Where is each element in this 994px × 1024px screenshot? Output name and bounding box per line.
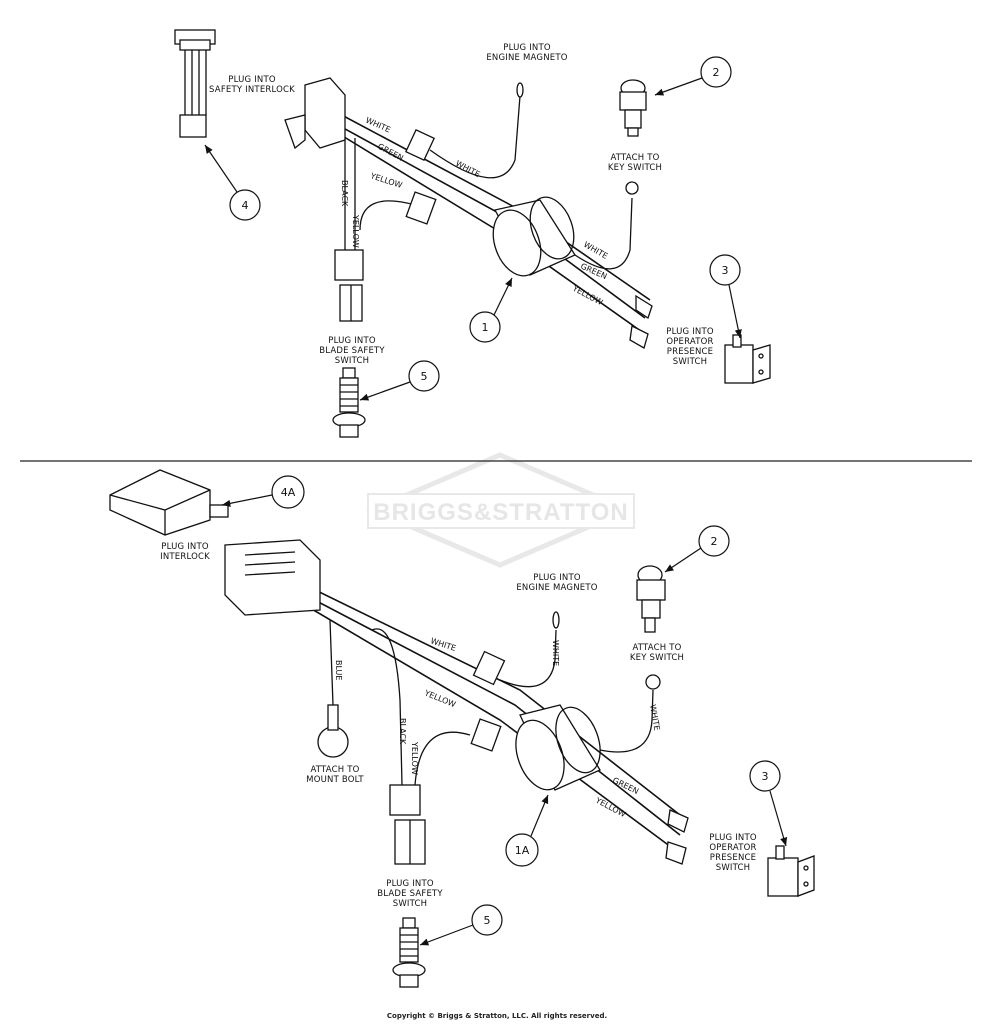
wire-label: WHITE: [429, 636, 457, 653]
callout-number: 1A: [515, 844, 530, 857]
label-blade-safety-2: BLADE SAFETY: [319, 346, 385, 356]
top-connector-housing: [284, 77, 639, 322]
bottom-harness-sleeve: [515, 704, 601, 791]
label-blade-safety-3: SWITCH: [335, 356, 370, 366]
wire-label: WHITE: [582, 240, 609, 261]
wire-label: YELLOW: [368, 171, 403, 190]
top-labels: PLUG INTO SAFETY INTERLOCK PLUG INTO ENG…: [209, 43, 714, 367]
copyright-notice: Copyright © Briggs & Stratton, LLC. All …: [386, 1012, 608, 1020]
wire-label: YELLOW: [593, 795, 627, 819]
wire-label: WHITE: [551, 640, 560, 666]
key-switch-part-2: [636, 565, 666, 633]
label-interlock-2: INTERLOCK: [160, 552, 210, 562]
callout-2: [700, 56, 732, 88]
callout-number: 2: [713, 66, 720, 79]
top-wire-labels: WHITE WHITE GREEN YELLOW BLACK YELLOW WH…: [340, 116, 609, 308]
callout-4A: [271, 475, 305, 509]
wire-label: WHITE: [364, 116, 392, 135]
label-operator-2: OPERATOR: [666, 337, 713, 347]
callout-3: [749, 760, 781, 792]
callout-5: [471, 904, 503, 936]
operator-switch-part-3: [724, 334, 771, 384]
wire-label: BLUE: [334, 660, 343, 680]
label-safety-interlock-1: PLUG INTO: [228, 75, 276, 85]
label-key-switch-2: KEY SWITCH: [630, 653, 684, 663]
interlock-module-part-4A: [109, 469, 229, 536]
callout-3: [709, 254, 741, 286]
bottom-labels: PLUG INTO INTERLOCK PLUG INTO ENGINE MAG…: [160, 542, 757, 909]
label-engine-magneto-2: ENGINE MAGNETO: [516, 583, 597, 593]
wire-label: GREEN: [579, 262, 608, 282]
top-harness: [335, 95, 653, 349]
wire-label: YELLOW: [570, 283, 604, 307]
safety-interlock-plug-part-4: [174, 29, 216, 138]
callout-number: 1: [482, 321, 489, 334]
key-switch-part-2: [619, 79, 647, 137]
wire-label: YELLOW: [351, 214, 360, 248]
label-blade-safety-1: PLUG INTO: [386, 879, 434, 889]
wire-label: WHITE: [648, 704, 661, 731]
bottom-connector-housing: [224, 539, 661, 865]
callout-4: [229, 189, 261, 221]
brand-watermark: BRIGGS&STRATTON: [365, 452, 635, 568]
label-operator-4: SWITCH: [673, 357, 708, 367]
label-interlock-1: PLUG INTO: [161, 542, 209, 552]
top-harness-sleeve: [492, 196, 576, 277]
watermark-text: BRIGGS&STRATTON: [373, 499, 628, 526]
callout-number: 2: [711, 535, 718, 548]
label-blade-safety-1: PLUG INTO: [328, 336, 376, 346]
label-mount-bolt-1: ATTACH TO: [310, 765, 359, 775]
callout-2: [698, 525, 730, 557]
label-key-switch-1: ATTACH TO: [632, 643, 681, 653]
label-operator-1: PLUG INTO: [666, 327, 714, 337]
callout-number: 4A: [281, 486, 296, 499]
label-engine-magneto-1: PLUG INTO: [503, 43, 551, 53]
label-engine-magneto-2: ENGINE MAGNETO: [486, 53, 567, 63]
callout-1: [469, 311, 501, 343]
callout-number: 3: [762, 770, 769, 783]
label-key-switch-2: KEY SWITCH: [608, 163, 662, 173]
label-engine-magneto-1: PLUG INTO: [533, 573, 581, 583]
label-operator-2: OPERATOR: [709, 843, 756, 853]
callout-1A: [505, 833, 539, 867]
blade-switch-part-5: [332, 367, 366, 438]
callout-number: 4: [242, 199, 249, 212]
label-operator-3: PRESENCE: [667, 347, 713, 357]
wire-label: BLACK: [340, 180, 349, 207]
bottom-harness: [304, 584, 689, 865]
label-mount-bolt-2: MOUNT BOLT: [306, 775, 364, 785]
callout-5: [408, 360, 440, 392]
top-callouts: [204, 56, 742, 401]
bottom-callouts: [221, 475, 788, 946]
top-callout-numbers: 1 2 3 4 5: [242, 66, 729, 383]
callout-number: 5: [421, 370, 428, 383]
bottom-callout-numbers: 4A 2 1A 3 5: [281, 486, 769, 927]
label-safety-interlock-2: SAFETY INTERLOCK: [209, 85, 295, 95]
wire-label: YELLOW: [410, 741, 419, 775]
label-operator-1: PLUG INTO: [709, 833, 757, 843]
callout-number: 3: [722, 264, 729, 277]
label-blade-safety-2: BLADE SAFETY: [377, 889, 443, 899]
label-operator-3: PRESENCE: [710, 853, 756, 863]
wire-label: WHITE: [454, 159, 481, 179]
callout-number: 5: [484, 914, 491, 927]
label-key-switch-1: ATTACH TO: [610, 153, 659, 163]
blade-switch-part-5: [392, 917, 426, 988]
operator-switch-part-3: [767, 845, 815, 897]
label-blade-safety-3: SWITCH: [393, 899, 428, 909]
wire-label: BLACK: [398, 718, 407, 745]
label-operator-4: SWITCH: [716, 863, 751, 873]
